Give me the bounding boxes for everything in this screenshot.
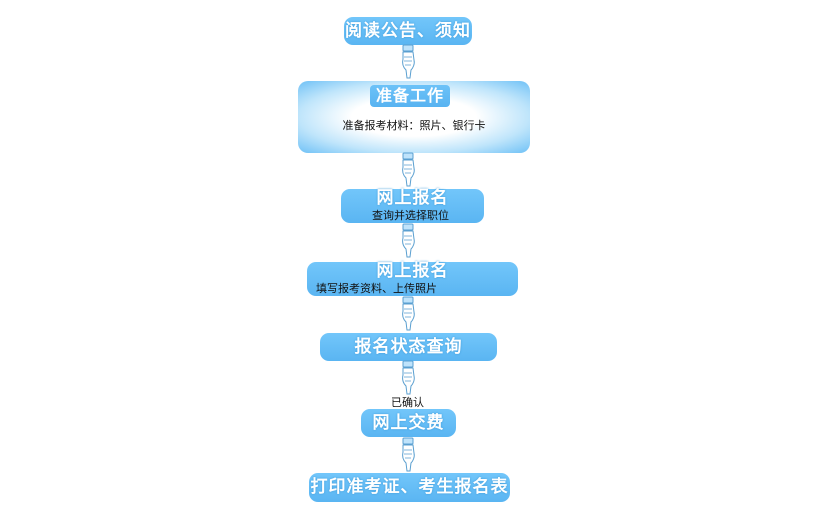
step-online-payment: 网上交费 [361,409,456,437]
step-online-registration-select: 网上报名 查询并选择职位 [341,189,484,223]
step-description: 查询并选择职位 [372,209,449,222]
step-title: 阅读公告、须知 [345,21,471,41]
pointing-hand-icon [402,44,415,79]
confirmed-note: 已确认 [391,396,424,409]
step-title: 网上报名 [376,261,449,281]
step-title: 打印准考证、考生报名表 [310,477,509,497]
step-description: 准备报考材料：照片、银行卡 [342,119,486,132]
step-title: 报名状态查询 [354,337,463,357]
step-description: 填写报考资料、上传照片 [316,282,437,295]
step-title: 网上交费 [372,413,445,433]
step-status-query: 报名状态查询 [320,333,497,361]
pointing-hand-icon [402,223,415,258]
step-title: 网上报名 [376,188,449,208]
step-title-bar: 准备工作 [370,85,450,107]
pointing-hand-icon [402,360,415,395]
pointing-hand-icon [402,296,415,331]
step-preparation: 准备工作 准备报考材料：照片、银行卡 [298,81,530,153]
step-online-registration-fill: 网上报名 填写报考资料、上传照片 [307,262,518,296]
step-title: 准备工作 [375,86,444,105]
pointing-hand-icon [402,152,415,187]
step-print-admission-ticket: 打印准考证、考生报名表 [309,473,510,502]
step-read-announcement: 阅读公告、须知 [344,17,472,45]
pointing-hand-icon [402,437,415,472]
